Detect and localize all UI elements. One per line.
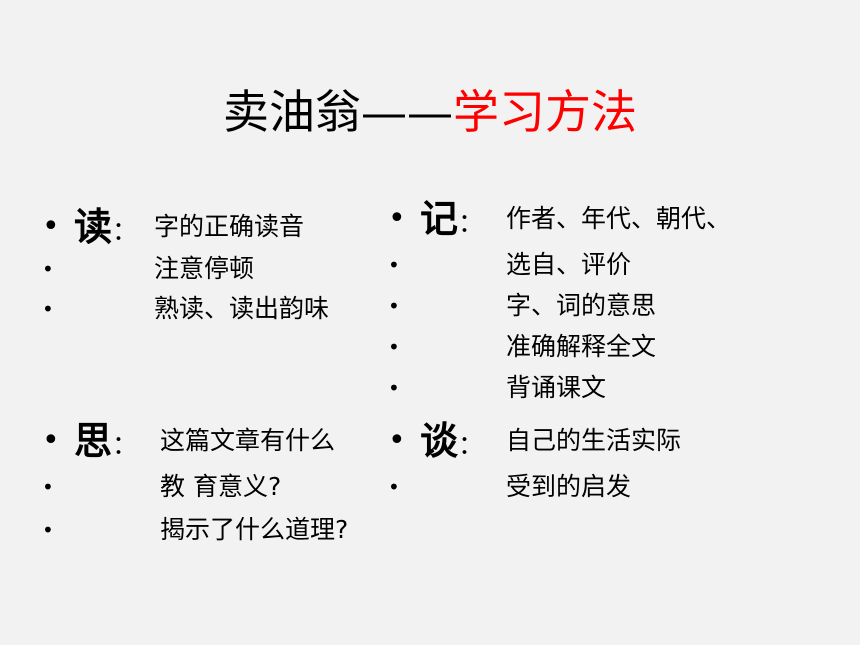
section-du-head-row: • 读： 字的正确读音 [42, 205, 382, 249]
list-item: 教 育意义? [160, 472, 282, 501]
section-du-row: • 熟读、读出韵味 [42, 288, 382, 328]
list-item: 揭示了什么道理? [160, 515, 349, 544]
bullet: • [388, 335, 400, 359]
bullet: • [388, 376, 400, 400]
list-item: 准确解释全文 [506, 332, 657, 361]
section-ji-heading: 记： [420, 197, 485, 241]
section-si-heading: 思： [74, 419, 139, 463]
title-accent: 学习方法 [453, 85, 637, 139]
section-ji: • 记： 作者、年代、朝代、 • 选自、评价 • 字、词的意思 • 准确解释全文… [388, 197, 848, 408]
section-du-row: • 注意停顿 [42, 248, 382, 288]
list-item: 受到的启发 [506, 472, 632, 501]
list-item: 字、词的意思 [506, 291, 657, 320]
section-ji-row: • 背诵课文 [388, 367, 848, 408]
bullet: • [42, 297, 54, 321]
section-du: • 读： 字的正确读音 • 注意停顿 • 熟读、读出韵味 [42, 205, 382, 328]
list-item: 作者、年代、朝代、 [506, 204, 732, 233]
bullet: • [388, 253, 400, 277]
slide-title: 卖油翁——学习方法 [0, 80, 860, 144]
bullet: • [388, 475, 400, 499]
list-item: 选自、评价 [506, 250, 632, 279]
bullet: • [42, 423, 60, 458]
section-si-head-row: • 思： 这篇文章有什么 [42, 419, 387, 466]
section-ji-row: • 字、词的意思 [388, 285, 848, 326]
section-tan: • 谈： 自己的生活实际 • 受到的启发 [388, 419, 848, 509]
list-item: 背诵课文 [506, 373, 607, 402]
section-ji-head-row: • 记： 作者、年代、朝代、 [388, 197, 848, 244]
bullet: • [42, 209, 60, 244]
section-tan-heading: 谈： [420, 419, 485, 463]
section-tan-head-row: • 谈： 自己的生活实际 [388, 419, 848, 466]
list-item: 熟读、读出韵味 [154, 294, 330, 323]
bullet: • [388, 201, 406, 236]
section-du-heading: 读： [74, 205, 139, 249]
section-si: • 思： 这篇文章有什么 • 教 育意义? • 揭示了什么道理? [42, 419, 387, 552]
bullet: • [42, 257, 54, 281]
list-item: 注意停顿 [154, 254, 255, 283]
bullet: • [388, 423, 406, 458]
section-tan-row: • 受到的启发 [388, 466, 848, 509]
list-item: 自己的生活实际 [506, 426, 682, 455]
list-item: 字的正确读音 [154, 212, 305, 241]
section-si-row: • 揭示了什么道理? [42, 509, 387, 552]
bullet: • [42, 518, 54, 542]
bullet: • [388, 294, 400, 318]
bullet: • [42, 475, 54, 499]
title-main: 卖油翁—— [223, 85, 453, 139]
section-ji-row: • 选自、评价 [388, 244, 848, 285]
section-ji-row: • 准确解释全文 [388, 326, 848, 367]
list-item: 这篇文章有什么 [160, 426, 336, 455]
section-si-row: • 教 育意义? [42, 466, 387, 509]
